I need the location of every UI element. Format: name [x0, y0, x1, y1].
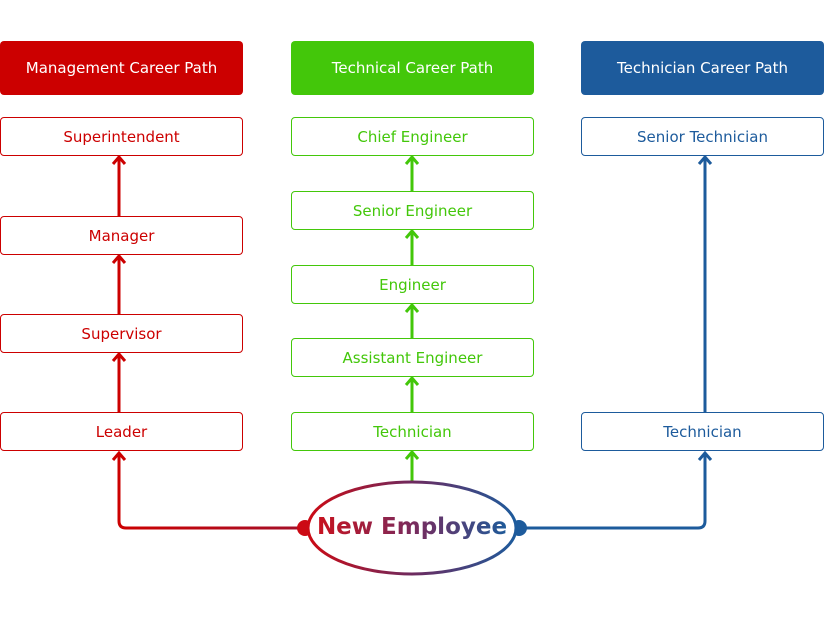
node-manager: Manager	[0, 216, 243, 255]
connector-to-technician	[511, 450, 713, 536]
technician-arrows	[697, 154, 713, 412]
node-assistant-engineer: Assistant Engineer	[291, 338, 534, 377]
header-management-label: Management Career Path	[25, 59, 218, 77]
new-employee-ellipse	[306, 480, 518, 576]
header-technician-career-path: Technician Career Path	[581, 41, 824, 95]
new-employee-label: New Employee	[316, 514, 508, 540]
node-chief-engineer: Chief Engineer	[291, 117, 534, 156]
node-supervisor: Supervisor	[0, 314, 243, 353]
node-label: Senior Technician	[637, 127, 768, 146]
node-label: Superintendent	[63, 127, 180, 146]
node-label: Manager	[88, 226, 155, 245]
node-label: Chief Engineer	[357, 127, 468, 146]
node-label: Technician	[663, 422, 742, 441]
connector-to-leader	[111, 450, 313, 536]
header-management-career-path: Management Career Path	[0, 41, 243, 95]
node-label: Leader	[95, 422, 148, 441]
header-technical-career-path: Technical Career Path	[291, 41, 534, 95]
node-label: Engineer	[379, 275, 446, 294]
node-label: Senior Engineer	[352, 201, 473, 220]
header-technician-label: Technician Career Path	[617, 59, 788, 77]
node-superintendent: Superintendent	[0, 117, 243, 156]
node-senior-technician: Senior Technician	[581, 117, 824, 156]
node-label: Assistant Engineer	[342, 348, 483, 367]
node-technical-technician: Technician	[291, 412, 534, 451]
node-engineer: Engineer	[291, 265, 534, 304]
header-technical-label: Technical Career Path	[331, 59, 494, 77]
node-leader: Leader	[0, 412, 243, 451]
node-senior-engineer: Senior Engineer	[291, 191, 534, 230]
technical-arrows	[404, 154, 420, 484]
node-label: Supervisor	[81, 324, 162, 343]
node-label: Technician	[373, 422, 452, 441]
new-employee-node: New Employee	[312, 482, 512, 572]
management-arrows	[111, 154, 127, 412]
node-technician: Technician	[581, 412, 824, 451]
